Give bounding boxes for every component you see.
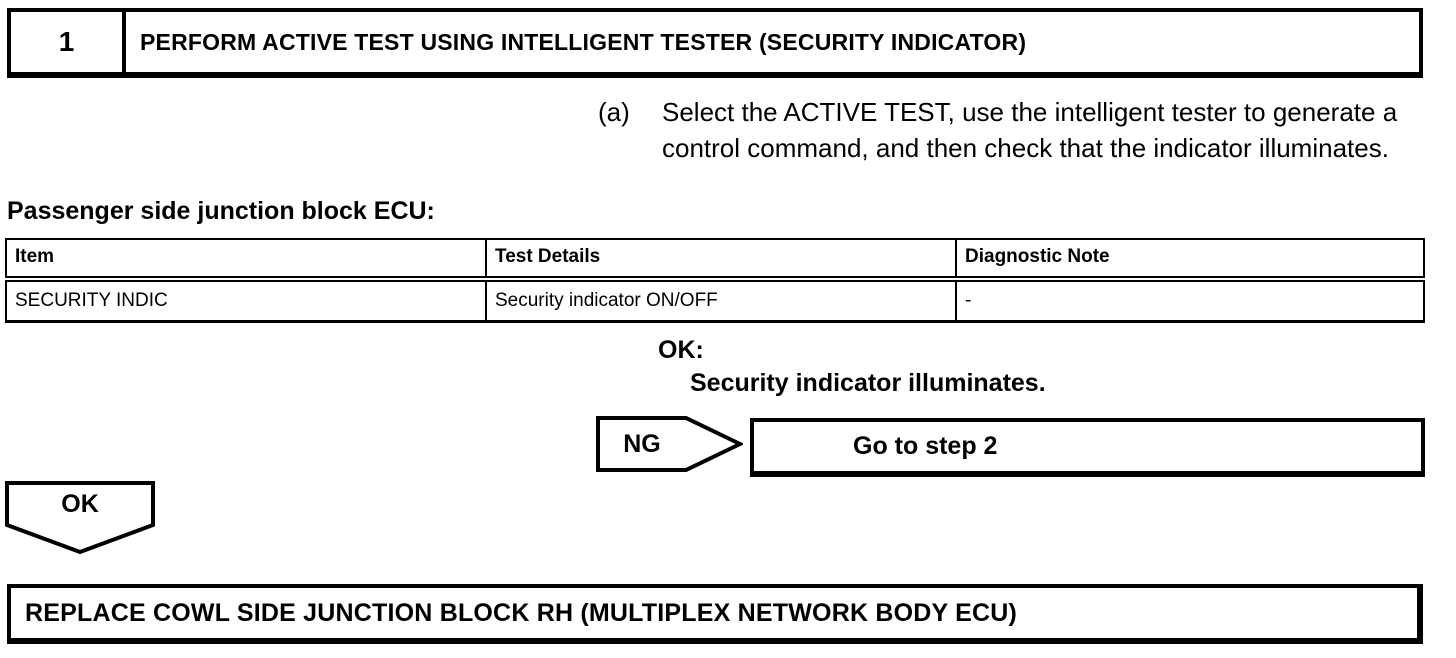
table-header-row: Item Test Details Diagnostic Note <box>6 239 1424 282</box>
result-ok-condition: Security indicator illuminates. <box>690 369 1046 397</box>
ng-action-box: Go to step 2 <box>750 418 1425 477</box>
ng-arrow: NG <box>596 415 743 473</box>
column-header-item: Item <box>6 239 487 282</box>
ok-arrow: OK <box>4 480 156 555</box>
column-header-diagnostic-note: Diagnostic Note <box>956 239 1424 282</box>
step-number: 1 <box>11 12 126 72</box>
result-ok-label: OK: <box>658 336 704 364</box>
diagnostic-table-wrapper: Item Test Details Diagnostic Note SECURI… <box>5 238 1425 323</box>
cell-test-details: Security indicator ON/OFF <box>486 279 957 322</box>
conclusion-text: REPLACE COWL SIDE JUNCTION BLOCK RH (MUL… <box>25 598 1017 627</box>
ng-arrow-shape <box>596 416 743 472</box>
ng-action-text: Go to step 2 <box>853 432 998 460</box>
instruction-text: Select the ACTIVE TEST, use the intellig… <box>662 97 1398 163</box>
column-header-test-details: Test Details <box>486 239 957 282</box>
instruction-marker: (a) <box>598 97 630 127</box>
diagnostic-table: Item Test Details Diagnostic Note SECURI… <box>5 238 1425 323</box>
table-row: SECURITY INDIC Security indicator ON/OFF… <box>6 279 1424 322</box>
step-title: PERFORM ACTIVE TEST USING INTELLIGENT TE… <box>140 28 1027 55</box>
ng-label: NG <box>623 429 661 458</box>
conclusion-box: REPLACE COWL SIDE JUNCTION BLOCK RH (MUL… <box>7 584 1423 644</box>
step-header-box: 1 PERFORM ACTIVE TEST USING INTELLIGENT … <box>7 8 1423 78</box>
cell-item: SECURITY INDIC <box>6 279 487 322</box>
ok-label: OK <box>61 489 99 518</box>
table-caption: Passenger side junction block ECU: <box>7 197 435 225</box>
cell-diagnostic-note: - <box>965 290 972 311</box>
ok-arrow-shape <box>5 481 155 555</box>
